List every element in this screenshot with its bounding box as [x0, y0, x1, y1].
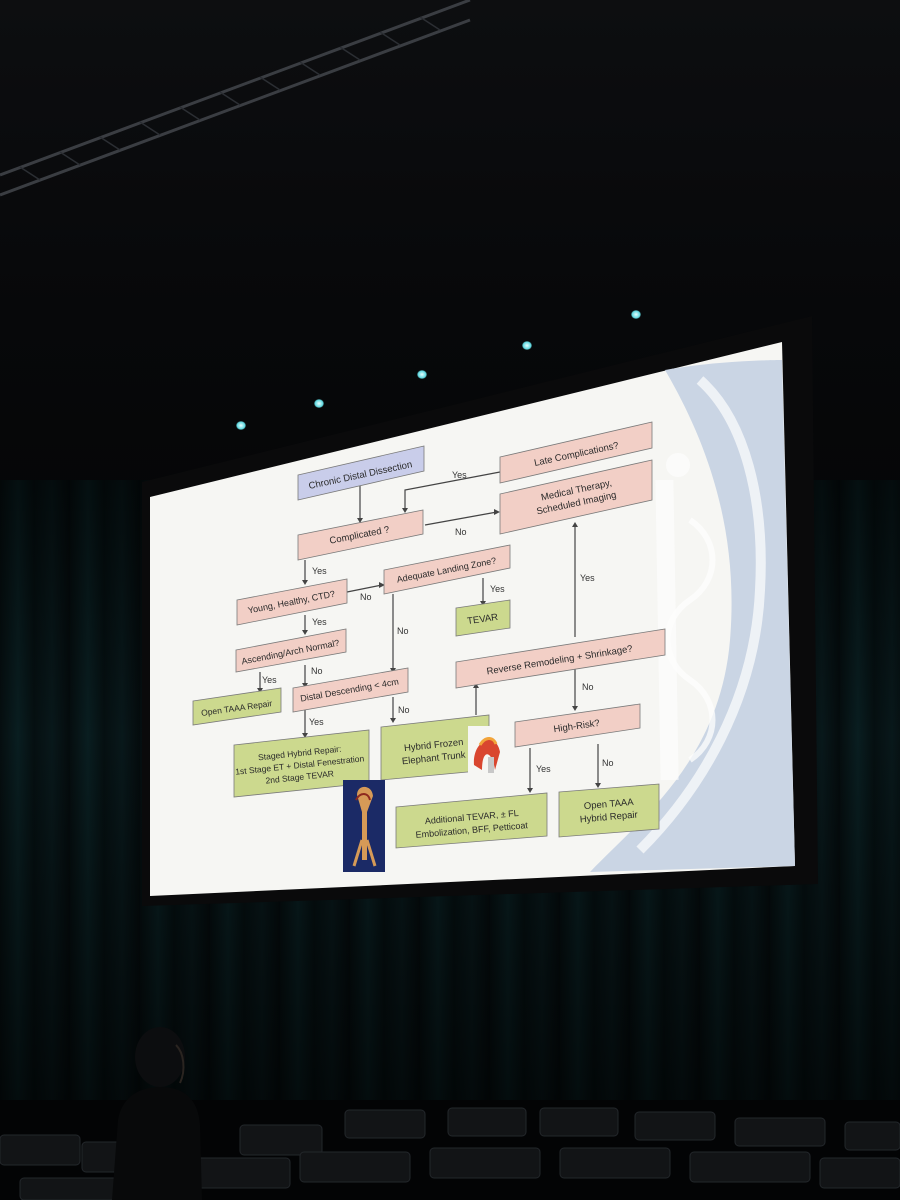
- stage-light-3: [417, 370, 427, 379]
- lighting-truss: [0, 0, 471, 197]
- flow-arrows: [259, 471, 599, 790]
- box-reverse-remodeling: [455, 628, 666, 689]
- stent-graft-illustration-icon: [343, 780, 385, 872]
- box-start: [297, 445, 425, 501]
- stage-light-5: [631, 310, 641, 319]
- label-yes-landing: Yes: [490, 584, 505, 594]
- box-open-taaa-hybrid: [558, 783, 660, 838]
- stage-light-4: [522, 341, 532, 350]
- box-additional-tevar: [395, 792, 548, 849]
- aortic-arch-illustration-icon: [468, 726, 502, 776]
- box-adequate-landing: [383, 544, 511, 595]
- text-open-taaa-hybrid-1: Open TAAA: [583, 797, 634, 812]
- label-no-complicated: No: [455, 527, 467, 537]
- label-no-remodeling: No: [582, 682, 594, 692]
- label-yes-high-risk: Yes: [536, 764, 551, 774]
- slide: Yes No Yes No Yes Yes Yes No No Yes No N…: [150, 342, 795, 896]
- label-no-distal: No: [398, 705, 410, 715]
- label-yes-remodeling: Yes: [580, 573, 595, 583]
- box-late-complications: [499, 421, 653, 484]
- box-medical-therapy: [499, 459, 653, 535]
- label-no-arch: No: [311, 666, 323, 676]
- label-no-high-risk: No: [602, 758, 614, 768]
- label-yes-complicated: Yes: [312, 566, 327, 576]
- label-no-landing: No: [397, 626, 409, 636]
- box-high-risk: [514, 703, 641, 748]
- caduceus-watermark-icon: [590, 360, 795, 872]
- label-yes-distal: Yes: [309, 717, 324, 727]
- label-yes-young: Yes: [312, 617, 327, 627]
- label-yes-late: Yes: [452, 470, 467, 480]
- box-ascending-arch: [235, 628, 347, 673]
- box-complicated: [297, 509, 424, 561]
- label-yes-arch: Yes: [262, 675, 277, 685]
- box-open-taaa-repair: [192, 687, 282, 726]
- stage-light-2: [314, 399, 324, 408]
- text-tevar: TEVAR: [467, 612, 499, 627]
- box-distal-descending: [292, 667, 409, 713]
- text-open-taaa-hybrid-2: Hybrid Repair: [579, 809, 638, 825]
- box-tevar: [455, 599, 511, 637]
- arrow-heads: [257, 508, 601, 793]
- audience-member-silhouette: [112, 1027, 202, 1200]
- label-no-young: No: [360, 592, 372, 602]
- box-young-healthy: [236, 578, 348, 626]
- stage-light-1: [236, 421, 246, 430]
